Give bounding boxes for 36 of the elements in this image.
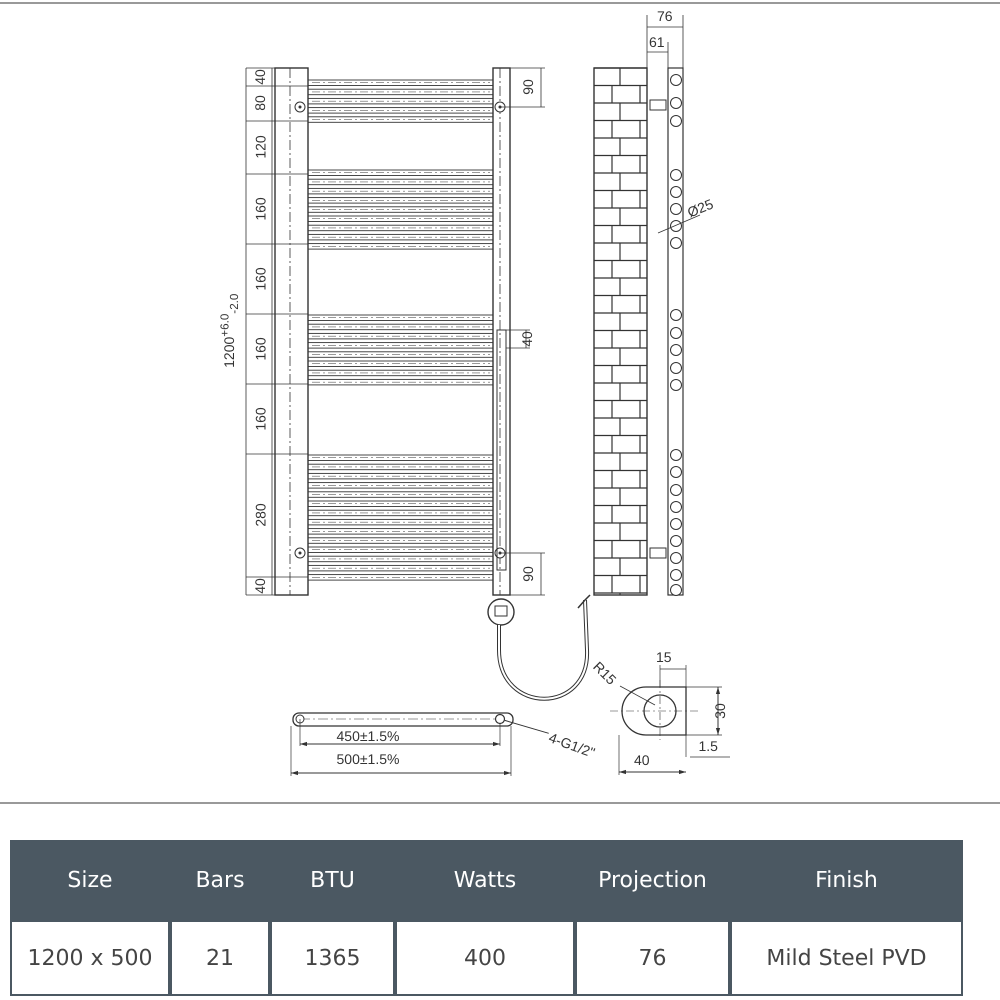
dimension-label: 160 [252, 197, 268, 221]
dimension-label: 280 [252, 503, 268, 527]
table-header-cell: Watts [395, 840, 575, 920]
table-header-cell: Finish [730, 840, 963, 920]
pipe-connection [494, 714, 506, 724]
table-cell: 21 [170, 920, 270, 996]
table-cell: 76 [575, 920, 730, 996]
dimension-label: 40 [518, 331, 535, 347]
table-header-cell: Projection [575, 840, 730, 920]
table-cell: 1200 x 500 [10, 920, 170, 996]
dimension-label: R15 [590, 658, 620, 688]
dimension-label: 61 [649, 34, 665, 50]
dimension-label: 90 [520, 566, 536, 582]
dimension-label: 76 [657, 8, 673, 24]
leader-line [504, 720, 550, 734]
table-cell: 1365 [270, 920, 395, 996]
dimension-label: 120 [252, 135, 268, 159]
dimension-label: 450±1.5% [336, 728, 400, 744]
dimension-label: 500±1.5% [336, 751, 400, 767]
dimension-label: 80 [252, 95, 268, 111]
dimension-label: Ø25 [684, 196, 716, 220]
dimension-label: 160 [252, 337, 268, 361]
dimension-label: 15 [656, 649, 672, 665]
dimension-label: 40 [634, 752, 650, 768]
connection-label: 4-G1/2" [546, 729, 598, 761]
table-header-cell: BTU [270, 840, 395, 920]
dimension-label: 40 [252, 578, 268, 594]
dimension-label: 160 [252, 407, 268, 431]
dimension-label: 90 [520, 79, 536, 95]
table-header-cell: Bars [170, 840, 270, 920]
dimension-label: 1.5 [698, 738, 718, 754]
table-cell: Mild Steel PVD [730, 920, 963, 996]
dimension-label: 160 [252, 267, 268, 291]
table-header-cell: Size [10, 840, 170, 920]
table-cell: 400 [395, 920, 575, 996]
dimension-label: 40 [252, 69, 268, 85]
